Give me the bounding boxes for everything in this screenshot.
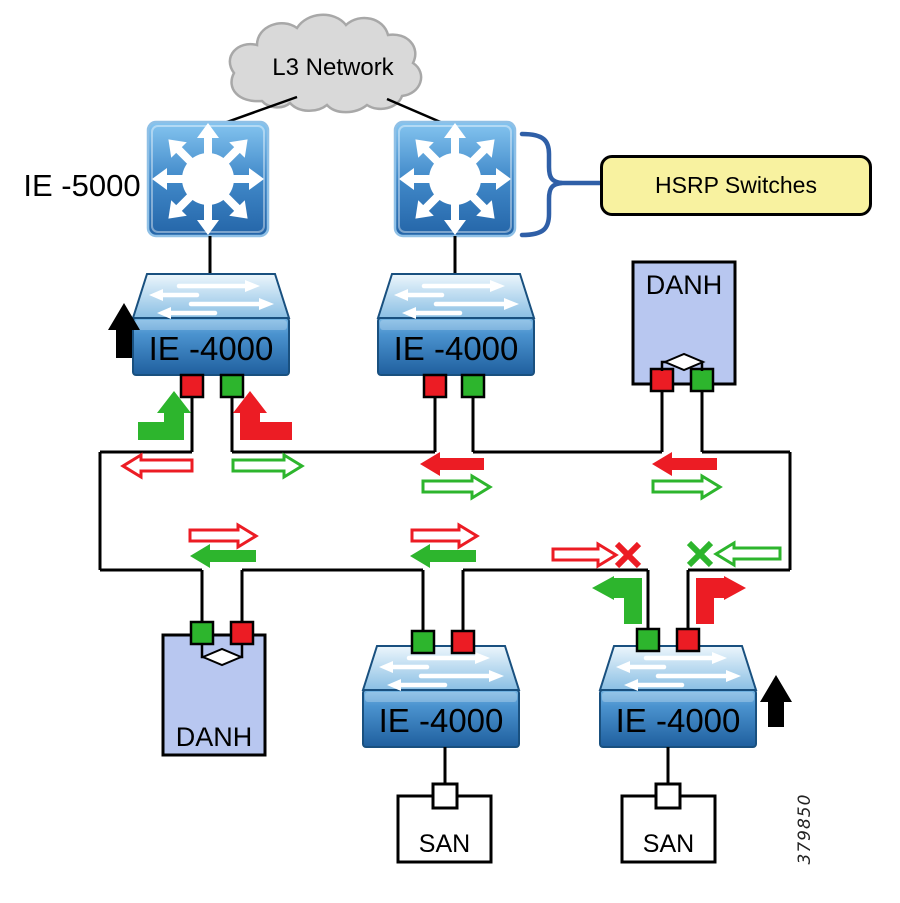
red-x-mark [614,541,642,569]
ie5000-left-icon [148,122,268,236]
danh-top-right-label: DANH [645,270,723,300]
port-green [189,620,215,646]
green-left-outline-arrow [713,540,782,568]
traffic-elbow-arrows [138,391,746,624]
l3-network-cloud [228,13,423,114]
san-right-label: SAN [642,830,695,858]
port-red [450,629,476,655]
san-left-group [396,747,493,864]
hsrp-callout: HSRP Switches [600,155,872,216]
port-red [422,373,448,399]
ie4000-bottom-middle-label: IE -4000 [378,702,504,739]
san-left-label: SAN [418,830,471,858]
traffic-solid-arrows [190,452,717,568]
red-right-outline-arrow [410,522,480,550]
port-green [689,367,715,393]
red-right-elbow-arrow [696,576,746,624]
green-right-outline-arrow [231,452,305,480]
red-left-arrow [420,452,484,476]
port-red [229,620,255,646]
ie4000-top-middle-label: IE -4000 [393,330,519,367]
red-right-outline-arrow [551,541,619,569]
black-up-arrow-right [760,675,792,727]
port-green [460,373,486,399]
ring-ports [179,367,715,655]
san-right-group [620,747,717,864]
red-right-outline-arrow [188,522,259,550]
ie4000-top-left-label: IE -4000 [148,330,274,367]
san-left-port [431,782,459,810]
hsrp-callout-label: HSRP Switches [655,172,817,198]
port-green [219,373,245,399]
cloud-label: L3 Network [272,54,394,81]
blocked-link-marks [614,540,714,569]
traffic-outline-arrows [120,452,782,569]
port-green [635,627,661,653]
danh-bottom-bracket [200,644,244,667]
green-right-outline-arrow [651,473,723,501]
red-up-elbow-arrow [233,391,292,440]
green-left-arrow [410,544,476,568]
port-green [410,629,436,655]
green-left-elbow-arrow [592,576,642,624]
core-trunk-links [208,236,457,276]
black-up-arrow-left [108,303,140,358]
san-right-port [654,782,682,810]
green-right-outline-arrow [421,473,493,501]
hsrp-brace [519,131,603,238]
ie5000-label: IE -5000 [23,168,141,203]
ie5000-right-icon [395,122,515,236]
danh-top-bracket [660,352,706,372]
red-left-arrow [652,452,717,476]
port-red [649,367,675,393]
port-red [179,373,205,399]
ie4000-bottom-right-label: IE -4000 [615,702,741,739]
port-red [675,627,701,653]
figure-number: 379850 [795,793,815,865]
green-up-elbow-arrow [138,391,191,440]
ring-lines [98,391,792,631]
red-left-outline-arrow [120,452,194,480]
green-left-arrow [190,544,256,568]
green-x-mark [686,540,714,568]
danh-bottom-left-label: DANH [175,722,253,752]
